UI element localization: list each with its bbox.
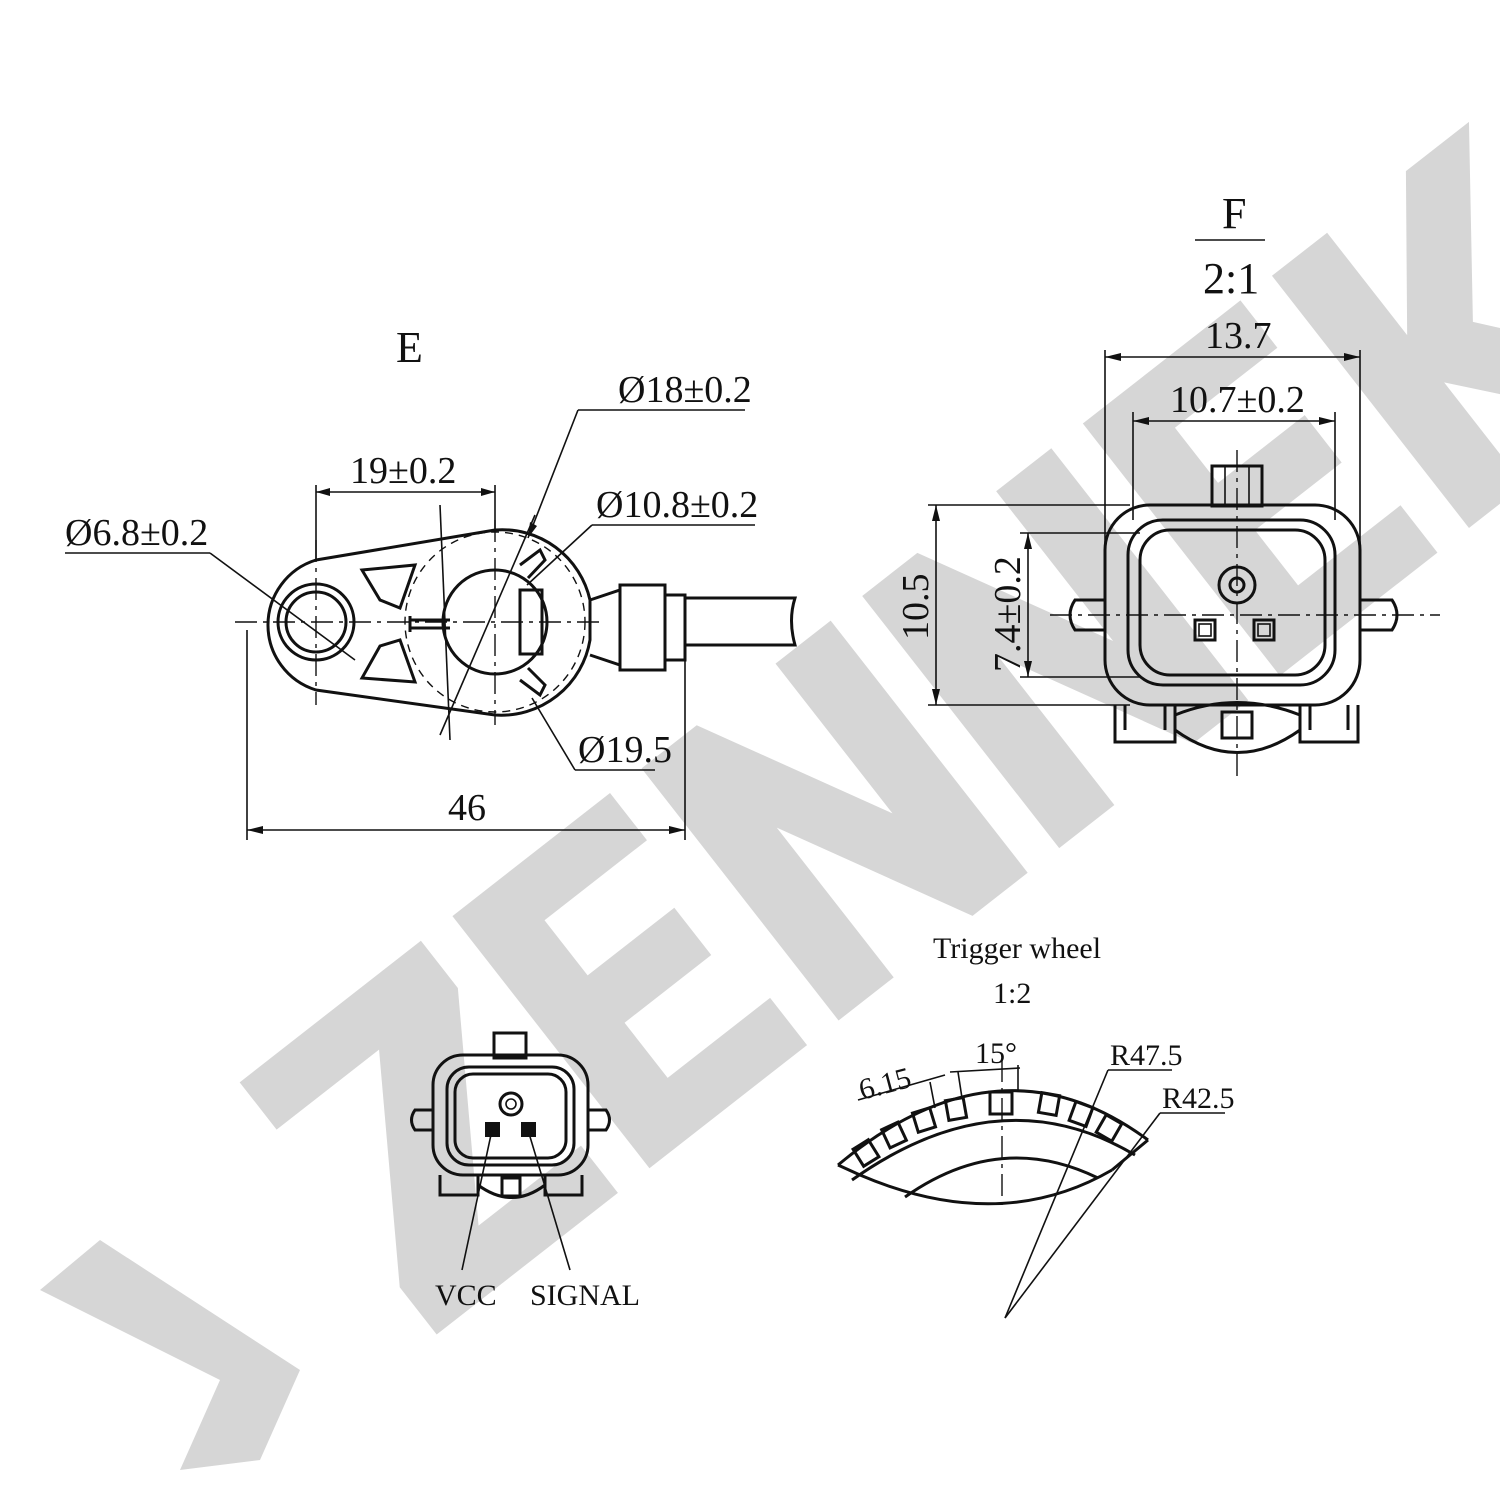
dim-outer-18: Ø18±0.2 — [618, 369, 752, 411]
dim-hole-small: Ø6.8±0.2 — [65, 512, 208, 554]
dim-inner-108: Ø10.8±0.2 — [596, 484, 758, 526]
trigger-wheel: Trigger wheel 1:2 6.15 15° — [837, 932, 1235, 1319]
pin-signal-label: SIGNAL — [530, 1279, 640, 1312]
dim-radius-inner: R42.5 — [1162, 1082, 1235, 1115]
dim-center-distance: 19±0.2 — [350, 450, 456, 492]
trigger-wheel-scale: 1:2 — [993, 977, 1031, 1010]
view-f-scale: 2:1 — [1203, 254, 1259, 303]
dim-width-inner: 10.7±0.2 — [1170, 379, 1305, 421]
dim-tooth-width: 6.15 — [855, 1061, 914, 1106]
dim-height-outer: 10.5 — [895, 574, 937, 641]
trigger-wheel-title: Trigger wheel — [933, 932, 1101, 965]
watermark-chevron — [40, 1240, 300, 1470]
pin-vcc-label: VCC — [435, 1279, 497, 1312]
dim-length: 46 — [448, 787, 486, 829]
brand-watermark — [239, 121, 1500, 1335]
dim-tooth-angle: 15° — [975, 1037, 1017, 1070]
view-f-connector: F 2:1 13.7 — [895, 189, 1440, 780]
view-e-label: E — [396, 323, 423, 372]
dim-width-outer: 13.7 — [1205, 315, 1272, 357]
dim-flange-195: Ø19.5 — [578, 729, 672, 771]
dim-radius-outer: R47.5 — [1110, 1039, 1183, 1072]
dim-height-inner: 7.4±0.2 — [987, 556, 1029, 672]
view-e-sensor-body: E 19±0.2 — [65, 323, 798, 840]
connector-pinout: VCC SIGNAL — [410, 1031, 640, 1312]
view-f-label: F — [1222, 189, 1246, 238]
